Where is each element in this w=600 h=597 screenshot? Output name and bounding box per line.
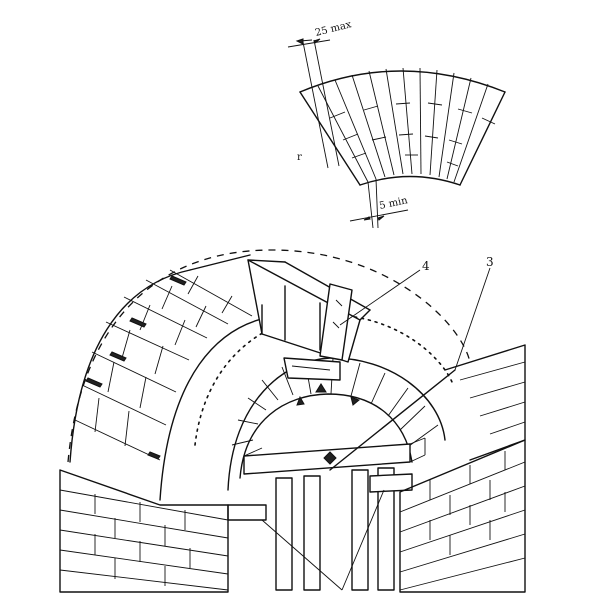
arch-profile-dashed bbox=[67, 249, 471, 463]
callout-4-label: 4 bbox=[422, 259, 430, 273]
callout-lower bbox=[261, 489, 385, 591]
centering-frame bbox=[247, 259, 371, 381]
callout-3-label: 3 bbox=[486, 255, 494, 269]
corbel-left bbox=[227, 504, 267, 521]
corbel-right bbox=[369, 473, 413, 493]
setting-out-dotted-arc bbox=[194, 314, 453, 446]
wall-left bbox=[59, 469, 229, 593]
voussoir-detail-inset: 25 max 5 min r bbox=[287, 19, 506, 229]
lintel-beam bbox=[243, 437, 426, 475]
callout-4: 4 bbox=[339, 259, 430, 326]
voussoir-courses bbox=[329, 102, 496, 167]
voussoir-joints bbox=[317, 67, 489, 183]
arch-main-drawing: 4 3 bbox=[59, 249, 526, 593]
dimension-25-max: 25 max bbox=[287, 19, 353, 169]
radius-label: r bbox=[297, 152, 302, 163]
wall-right bbox=[399, 344, 526, 593]
dimension-25-max-label: 25 max bbox=[314, 19, 353, 39]
arch-barrel-left bbox=[69, 254, 286, 501]
props bbox=[275, 467, 395, 591]
callout-3: 3 bbox=[329, 255, 494, 471]
dimension-5-min-label: 5 min bbox=[378, 195, 409, 212]
dimension-5-min: 5 min bbox=[349, 178, 409, 229]
